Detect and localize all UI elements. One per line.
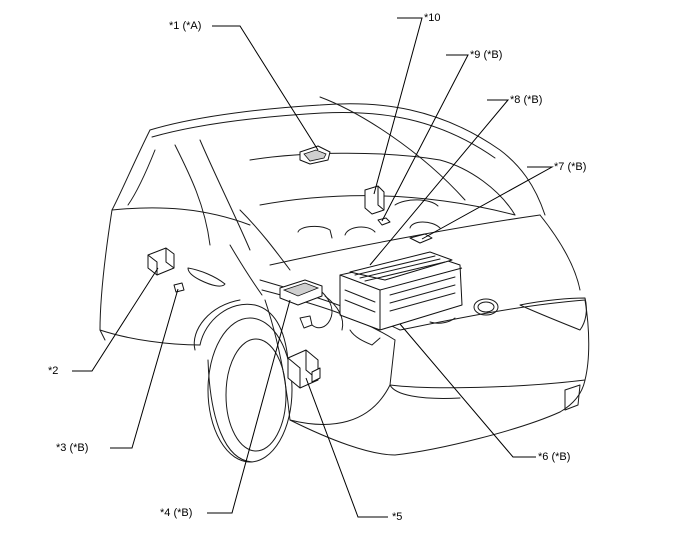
callout-7: *7 (*B) bbox=[554, 161, 587, 173]
component-3 bbox=[173, 282, 185, 293]
callout-10: *10 bbox=[424, 12, 441, 24]
callout-1: *1 (*A) bbox=[169, 20, 202, 32]
callout-8: *8 (*B) bbox=[510, 94, 543, 106]
car-body bbox=[99, 96, 590, 463]
callout-6: *6 (*B) bbox=[538, 451, 571, 463]
callout-3: *3 (*B) bbox=[56, 442, 89, 454]
callout-2: *2 bbox=[48, 365, 59, 377]
component-4 bbox=[279, 279, 323, 306]
component-1 bbox=[299, 145, 331, 165]
component-10 bbox=[364, 185, 385, 215]
callout-5: *5 bbox=[392, 511, 403, 523]
component-9 bbox=[377, 217, 391, 226]
component-2 bbox=[147, 247, 175, 276]
callout-9: *9 (*B) bbox=[470, 49, 503, 61]
leader-lines bbox=[72, 17, 554, 518]
callout-4: *4 (*B) bbox=[160, 507, 193, 519]
component-5 bbox=[287, 349, 321, 389]
component-6-battery-assembly bbox=[299, 251, 463, 346]
